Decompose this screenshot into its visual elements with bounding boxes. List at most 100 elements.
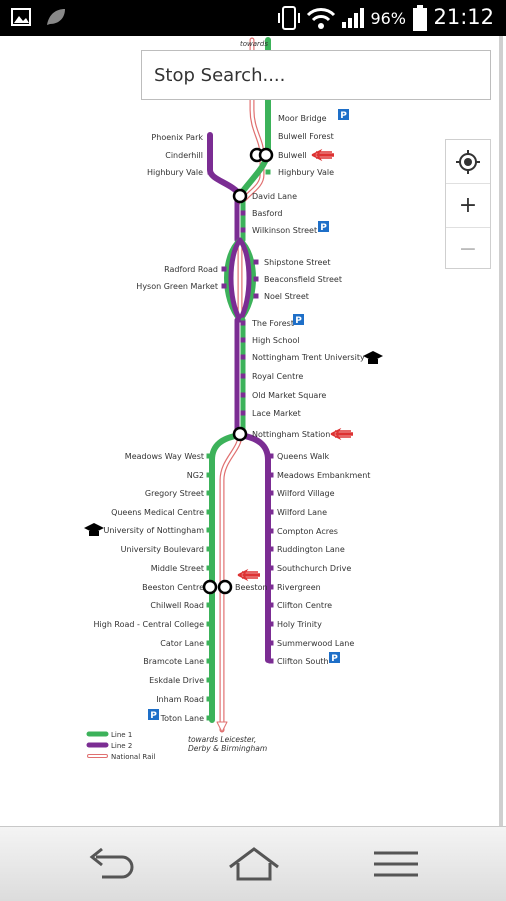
- zoom-out-button[interactable]: −: [458, 237, 478, 262]
- interchange-david-lane: [232, 188, 248, 204]
- station-marker: [240, 410, 246, 416]
- parking-icon-label: P: [331, 654, 338, 664]
- station-marker: [206, 453, 212, 459]
- parking-icon-label: P: [150, 711, 157, 721]
- station-label: Noel Street: [264, 292, 309, 301]
- parking-icon: [293, 314, 304, 325]
- station-marker: [206, 696, 212, 702]
- station-marker: [240, 337, 246, 343]
- leaf-icon: [47, 9, 65, 25]
- station-marker: [206, 715, 212, 721]
- station-marker: [253, 276, 259, 282]
- station-label: University Boulevard: [121, 545, 204, 554]
- station-marker: [206, 490, 212, 496]
- station-label: NG2: [187, 471, 204, 480]
- interchange-beeston-2: [217, 579, 233, 595]
- national-rail-icon: [237, 568, 260, 582]
- national-rail-icon-shape: [237, 568, 260, 582]
- station-label: Beeston: [235, 583, 268, 592]
- station-label: Middle Street: [151, 564, 204, 573]
- station-label: Meadows Embankment: [277, 471, 370, 480]
- station-marker: [240, 320, 246, 326]
- station-marker: [206, 527, 212, 533]
- station-label: Cinderhill: [165, 151, 203, 160]
- parking-icon: [338, 109, 349, 120]
- station-label: Cator Lane: [160, 639, 204, 648]
- home-icon[interactable]: [224, 841, 284, 887]
- station-label: Bulwell Forest: [278, 132, 334, 141]
- parking-icon: [318, 221, 329, 232]
- station-label: Moor Bridge: [278, 114, 327, 123]
- battery-icon: [413, 5, 427, 31]
- graduation-cap-icon-base: [89, 531, 99, 536]
- interchange-nottingham-station: [232, 426, 248, 442]
- station-marker: [268, 546, 274, 552]
- station-marker: [221, 266, 227, 272]
- legend-label: Line 1: [111, 731, 132, 739]
- station-label: The Forest: [251, 319, 294, 328]
- wifi-icon: [306, 8, 336, 29]
- zoom-in-button[interactable]: +: [446, 184, 490, 228]
- station-marker: [206, 602, 212, 608]
- phone-vibrate-icon: [278, 6, 300, 30]
- graduation-cap-icon-base: [368, 359, 378, 364]
- station-label: Royal Centre: [252, 372, 303, 381]
- stop-search-input[interactable]: Stop Search....: [141, 50, 491, 100]
- station-marker: [206, 621, 212, 627]
- station-label: Old Market Square: [252, 391, 326, 400]
- station-label: Nottingham Trent University: [252, 353, 365, 362]
- graduation-cap-icon: [363, 351, 383, 361]
- status-bar: 96% 21:12: [0, 0, 506, 36]
- station-marker: [265, 133, 271, 139]
- station-label: Inham Road: [156, 695, 204, 704]
- station-label: Wilford Village: [277, 489, 335, 498]
- menu-icon[interactable]: [366, 841, 426, 887]
- loop-left-purple: [228, 237, 243, 323]
- android-nav-bar: [0, 826, 506, 901]
- station-marker: [206, 677, 212, 683]
- station-label: Hyson Green Market: [136, 282, 218, 291]
- towards-label-top: towards: [240, 40, 268, 48]
- graduation-cap-icon: [84, 523, 104, 533]
- my-location-button[interactable]: [446, 140, 490, 184]
- station-label: Holy Trinity: [277, 620, 322, 629]
- station-marker: [268, 565, 274, 571]
- station-marker: [207, 169, 213, 175]
- station-marker: [268, 602, 274, 608]
- national-rail-icon: [330, 427, 353, 441]
- station-marker: [240, 373, 246, 379]
- station-marker: [268, 658, 274, 664]
- national-rail-icon-shape: [311, 148, 334, 162]
- station-label: High School: [252, 336, 300, 345]
- station-marker: [206, 546, 212, 552]
- station-label: Bramcote Lane: [143, 657, 204, 666]
- station-label: Lace Market: [252, 409, 301, 418]
- station-marker: [240, 210, 246, 216]
- station-label: Clifton Centre: [277, 601, 332, 610]
- station-label: Chilwell Road: [150, 601, 204, 610]
- station-label: Queens Medical Centre: [111, 508, 204, 517]
- signal-icon: [342, 8, 364, 28]
- parking-icon-label: P: [320, 223, 327, 233]
- parking-icon: [329, 652, 340, 663]
- station-marker: [268, 640, 274, 646]
- station-label: Toton Lane: [160, 714, 204, 723]
- station-marker: [207, 152, 213, 158]
- station-label: Queens Walk: [277, 452, 330, 461]
- legend-label: Line 2: [111, 742, 132, 750]
- station-label: Compton Acres: [277, 527, 338, 536]
- station-label: David Lane: [252, 192, 297, 201]
- station-label: Phoenix Park: [151, 133, 203, 142]
- towards-label-bottom-2: Derby & Birmingham: [188, 744, 267, 753]
- station-label: Nottingham Station: [252, 430, 330, 439]
- back-icon[interactable]: [82, 841, 142, 887]
- station-marker: [268, 509, 274, 515]
- station-label: High Road - Central College: [94, 620, 205, 629]
- station-label: Beeston Centre: [142, 583, 204, 592]
- station-label: Summerwood Lane: [277, 639, 354, 648]
- clock: 21:12: [433, 5, 494, 29]
- station-marker: [253, 259, 259, 265]
- scrollbar[interactable]: [499, 36, 503, 826]
